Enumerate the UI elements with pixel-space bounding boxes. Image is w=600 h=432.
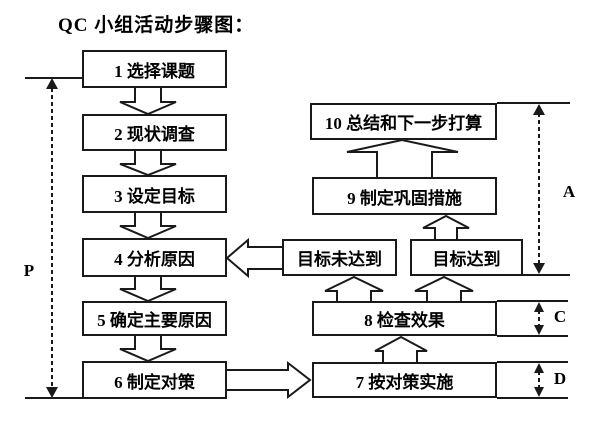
decision-box-goal-not-met: 目标未达到 — [282, 239, 397, 276]
arrowhead-act-top-icon — [533, 104, 545, 115]
step-box-7: 7 按对策实施 — [312, 362, 497, 398]
arrow-step6-step7-icon — [227, 360, 312, 400]
arrowhead-plan-top-icon — [46, 78, 58, 89]
arrowhead-act-bottom-icon — [533, 263, 545, 274]
step-5-label: 5 确定主要原因 — [97, 311, 212, 330]
arrow-step5-step6-icon — [119, 336, 177, 363]
arrow-step7-step8-icon — [374, 335, 428, 362]
decision-box-goal-met: 目标达到 — [410, 239, 523, 276]
step-box-6: 6 制定对策 — [82, 361, 227, 399]
step-1-label: 1 选择课题 — [114, 61, 195, 81]
arrow-goal-not-met-step4-icon — [225, 237, 282, 279]
step-box-4: 4 分析原因 — [82, 238, 227, 277]
arrow-step9-step10-icon — [346, 138, 459, 177]
step-box-2: 2 现状调查 — [82, 114, 227, 151]
arrow-step2-step3-icon — [119, 151, 177, 177]
arrow-step8-goal-not-met-icon — [324, 275, 384, 301]
arrow-step4-step5-icon — [119, 277, 177, 303]
arrowhead-do-top-icon — [534, 363, 544, 373]
arrow-step8-goal-met-icon — [414, 275, 474, 301]
step-4-label: 4 分析原因 — [114, 250, 195, 269]
step-box-3: 3 设定目标 — [82, 175, 227, 213]
arrow-step3-step4-icon — [119, 213, 177, 240]
step-3-label: 3 设定目标 — [114, 186, 195, 206]
step-10-label: 10 总结和下一步打算 — [324, 114, 483, 133]
arrowhead-check-top-icon — [534, 302, 544, 312]
step-6-label: 6 制定对策 — [114, 372, 195, 392]
step-8-label: 8 检查效果 — [364, 311, 445, 330]
step-box-5: 5 确定主要原因 — [82, 301, 227, 336]
step-2-label: 2 现状调查 — [114, 125, 195, 144]
arrow-goal-met-step9-icon — [422, 214, 470, 239]
phase-label-plan: P — [23, 261, 35, 280]
arrowhead-do-bottom-icon — [534, 387, 544, 397]
step-box-10: 10 总结和下一步打算 — [310, 103, 497, 140]
arrow-step1-step2-icon — [119, 88, 177, 116]
goal-not-met-label: 目标未达到 — [297, 250, 382, 269]
goal-met-label: 目标达到 — [432, 250, 501, 269]
step-7-label: 7 按对策实施 — [355, 372, 454, 392]
arrowhead-plan-bottom-icon — [46, 387, 58, 398]
step-box-8: 8 检查效果 — [312, 301, 497, 336]
phase-label-act: A — [562, 182, 576, 201]
phase-label-check: C — [553, 307, 567, 326]
step-9-label: 9 制定巩固措施 — [347, 188, 462, 208]
phase-label-do: D — [553, 369, 567, 388]
diagram-title: QC 小组活动步骤图： — [58, 15, 255, 36]
step-box-9: 9 制定巩固措施 — [312, 177, 497, 215]
step-box-1: 1 选择课题 — [82, 50, 227, 88]
arrowhead-check-bottom-icon — [534, 325, 544, 335]
